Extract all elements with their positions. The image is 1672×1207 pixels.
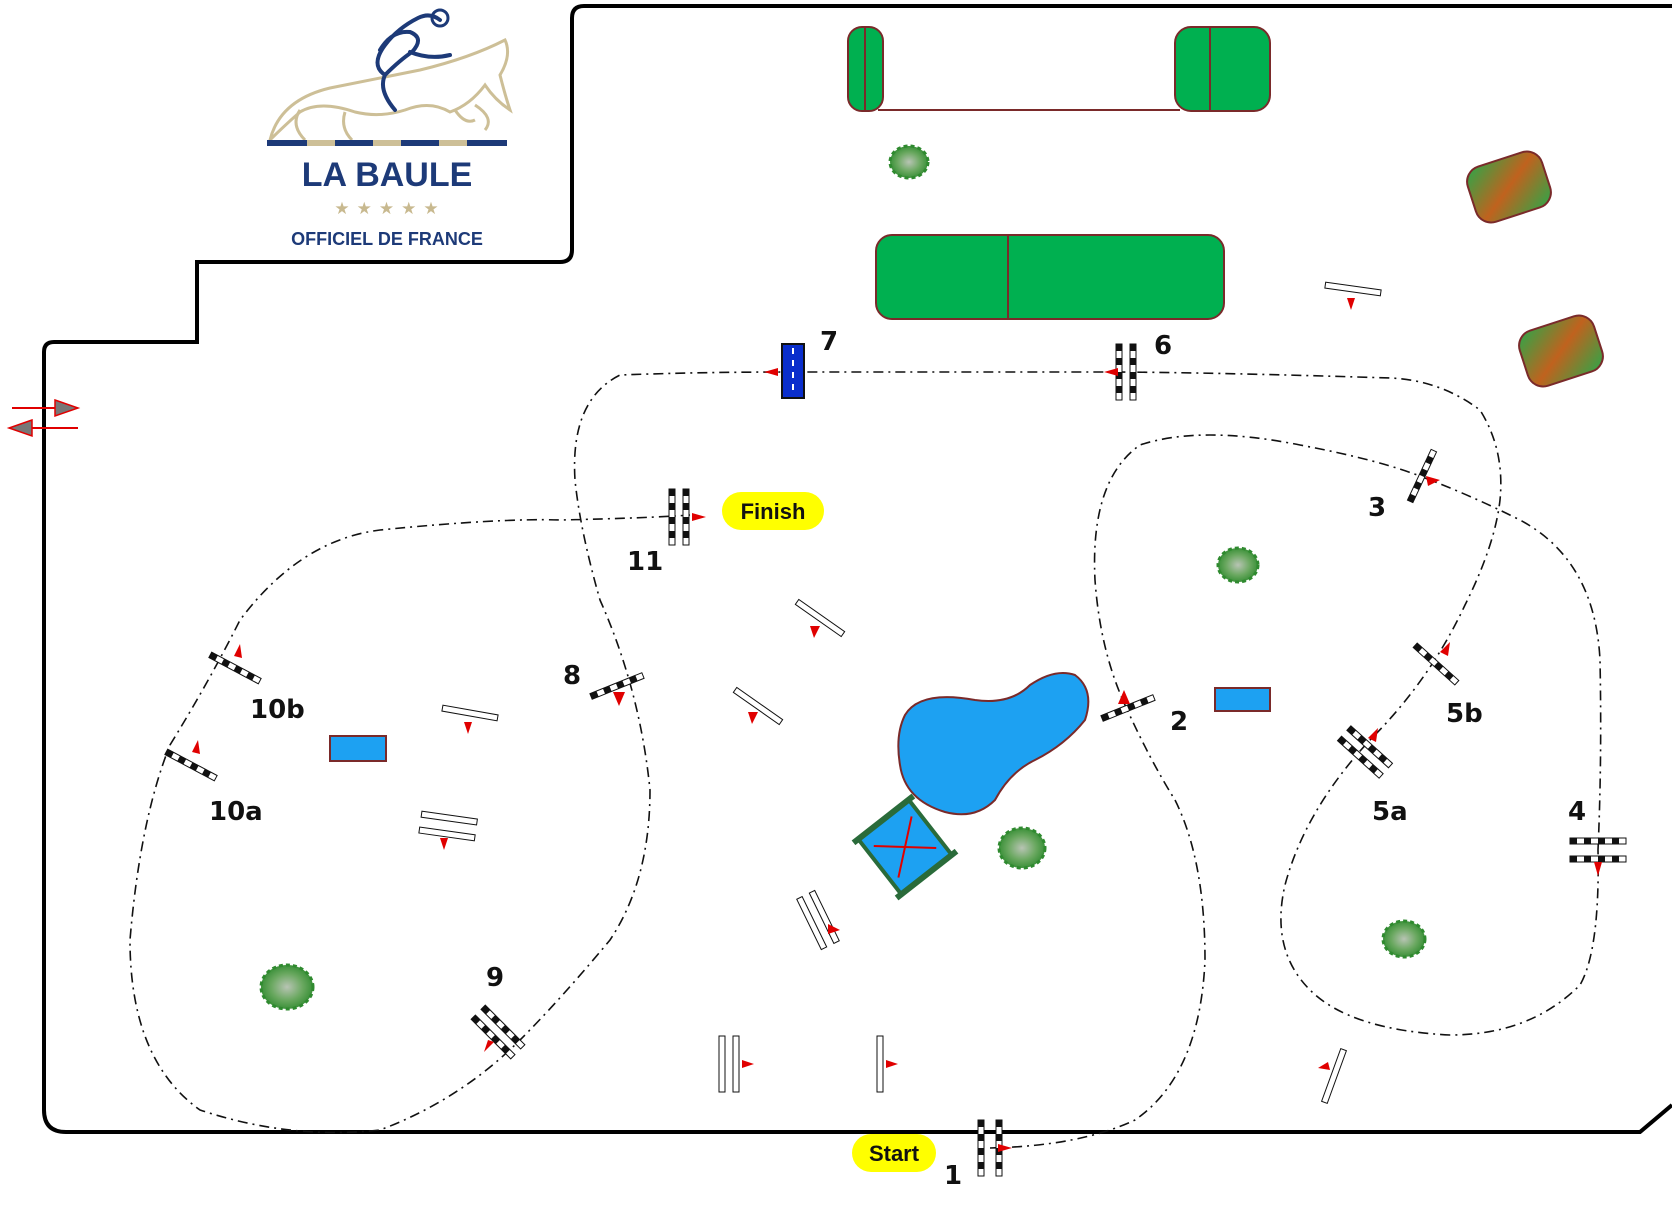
fence-1-arrow-icon	[998, 1144, 1012, 1152]
start-label: Start	[869, 1141, 920, 1166]
fence-label-2: 2	[1170, 707, 1188, 737]
spare-fence-arrow-icon	[464, 722, 472, 734]
hedge-box-top-left	[847, 26, 884, 112]
fence-label-3: 3	[1368, 493, 1386, 523]
water-pond	[897, 672, 1090, 816]
spare-fence-arrow-icon	[1347, 298, 1355, 310]
spare-fence-arrow-icon	[748, 712, 758, 724]
spare-fence	[1324, 281, 1382, 297]
fence-label-6: 6	[1154, 331, 1172, 361]
fence-label-5a: 5a	[1372, 797, 1408, 827]
fence-6-arrow-icon	[1104, 368, 1118, 376]
logo-stars: ★★★★★	[334, 199, 445, 219]
bush-icon	[259, 963, 315, 1011]
fence-2-arrow-icon	[1118, 690, 1130, 704]
water-tray-right	[1214, 687, 1271, 712]
fence-5a-arrow-icon	[1368, 728, 1378, 742]
water-jump-obstacle	[851, 793, 959, 901]
fence-3-arrow-icon	[1426, 476, 1440, 486]
logo-title: LA BAULE	[302, 156, 473, 194]
fence-7-arrow-icon	[764, 368, 778, 376]
bush-icon	[1216, 546, 1260, 584]
spare-fence-arrow-icon	[742, 1060, 754, 1068]
fence-label-7: 7	[820, 327, 838, 357]
fence-7	[781, 343, 805, 399]
fence-3	[1406, 448, 1438, 504]
spare-fence	[1320, 1048, 1348, 1104]
bush-icon	[1381, 919, 1427, 959]
fence-8-arrow-icon	[613, 692, 625, 706]
spare-fence	[876, 1035, 884, 1093]
fence-6	[1115, 343, 1137, 401]
fence-label-4: 4	[1568, 797, 1586, 827]
spare-fence-arrow-icon	[828, 924, 840, 934]
fence-5b-arrow-icon	[1440, 642, 1450, 656]
fence-label-5b: 5b	[1446, 699, 1483, 729]
fence-10b-arrow-icon	[234, 644, 242, 658]
logo-subtitle: OFFICIEL DE FRANCE	[291, 229, 483, 249]
spare-fence	[732, 686, 784, 726]
fence-4	[1569, 837, 1627, 863]
entrance-exit-icon	[6, 398, 81, 438]
la-baule-logo: LA BAULE ★★★★★ OFFICIEL DE FRANCE	[267, 8, 513, 249]
fence-label-10b: 10b	[250, 695, 305, 725]
fence-label-1: 1	[944, 1161, 962, 1191]
bank-obstacle-2	[1518, 314, 1604, 388]
finish-label: Finish	[741, 499, 806, 524]
finish-marker: Finish	[722, 492, 824, 530]
spare-fence-arrow-icon	[886, 1060, 898, 1068]
fence-10b	[208, 651, 262, 685]
fence-label-11: 11	[627, 547, 663, 577]
fence-label-10a: 10a	[209, 797, 263, 827]
fence-label-9: 9	[486, 963, 504, 993]
fence-4-arrow-icon	[1594, 862, 1602, 876]
hedge-box-top-right	[1174, 26, 1271, 112]
bush-icon	[997, 826, 1047, 870]
fence-9	[470, 1004, 526, 1060]
bush-icon	[888, 144, 930, 180]
spare-fence	[418, 810, 478, 842]
fence-10a-arrow-icon	[192, 740, 200, 754]
fence-10a	[164, 748, 218, 782]
fence-11	[668, 488, 690, 546]
water-tray-left	[329, 735, 387, 762]
fence-label-8: 8	[563, 661, 581, 691]
spare-fence	[796, 889, 840, 951]
arena-boundary	[42, 4, 1672, 1134]
hedge-box-large	[875, 234, 1225, 320]
fence-9-arrow-icon	[484, 1040, 494, 1052]
spare-fence	[441, 704, 499, 722]
spare-fence	[794, 598, 846, 638]
fence-8	[589, 672, 645, 700]
fence-2	[1100, 694, 1156, 722]
spare-fence-arrow-icon	[440, 838, 448, 850]
spare-fence-arrow-icon	[1318, 1062, 1330, 1070]
bank-obstacle-1	[1466, 150, 1552, 224]
spare-fence-arrow-icon	[810, 626, 820, 638]
start-marker: Start	[852, 1134, 936, 1172]
fence-5a	[1336, 725, 1394, 779]
spare-fence	[718, 1035, 740, 1093]
fence-5b	[1412, 642, 1460, 686]
fence-11-arrow-icon	[692, 513, 706, 521]
